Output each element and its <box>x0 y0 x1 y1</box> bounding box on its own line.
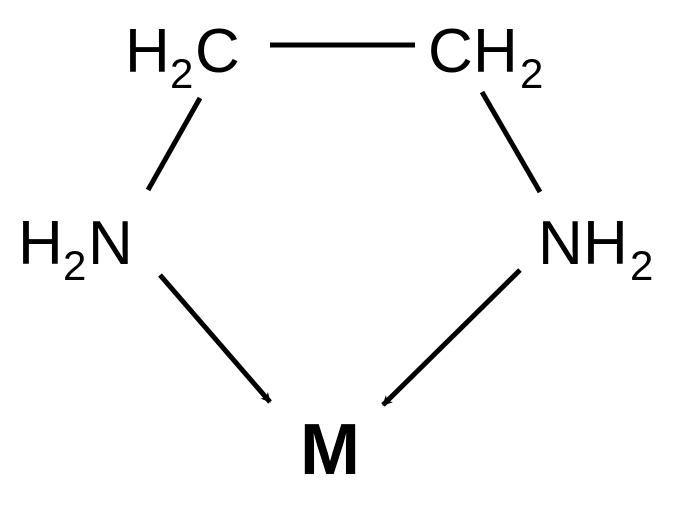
subscript: 2 <box>63 242 86 289</box>
coordinate-bond-arrow-right <box>381 268 522 407</box>
coordinate-bond-arrow-left <box>158 273 272 404</box>
bond-c-n-right <box>479 90 543 194</box>
c-label: C <box>428 17 473 86</box>
h-label: H <box>125 17 170 86</box>
atom-h2n-left: H 2 N <box>18 209 133 289</box>
h-label: H <box>18 209 63 278</box>
c-label: C <box>195 17 240 86</box>
subscript: 2 <box>520 50 543 97</box>
n-label: N <box>538 209 583 278</box>
h-label: H <box>473 17 518 86</box>
bond-c-n-left <box>145 96 203 192</box>
h-label: H <box>583 209 628 278</box>
atom-ch2-right: C H 2 <box>428 17 543 97</box>
atom-h2c-left: H 2 C <box>125 17 240 97</box>
n-label: N <box>88 209 133 278</box>
subscript: 2 <box>630 242 653 289</box>
metal-label: M <box>300 410 360 490</box>
subscript: 2 <box>170 50 193 97</box>
atom-nh2-right: N H 2 <box>538 209 653 289</box>
